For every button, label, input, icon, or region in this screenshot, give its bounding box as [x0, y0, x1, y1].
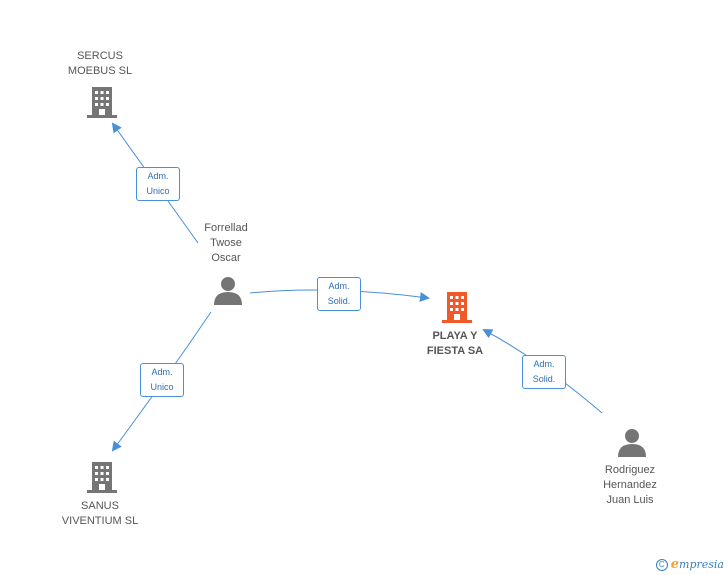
brand-footer[interactable]: C empresia — [655, 557, 724, 572]
node-label-playa: PLAYA Y FIESTA SA — [426, 330, 484, 357]
copyright-icon: C — [655, 558, 668, 571]
node-label-sanus: SANUS VIVENTIUM SL — [61, 500, 139, 527]
brand-logo-rest: mpresia — [679, 558, 724, 571]
edge-label-forrellad-sanus[interactable]: Adm. Unico — [140, 363, 184, 397]
brand-logo-initial: e — [670, 557, 680, 572]
node-label-sercus: SERCUS MOEBUS SL — [67, 50, 133, 77]
building-icon[interactable] — [441, 290, 473, 324]
edge-label-forrellad-playa[interactable]: Adm. Solid. — [317, 277, 361, 311]
person-icon[interactable] — [617, 428, 647, 458]
building-icon[interactable] — [86, 85, 118, 119]
building-icon[interactable] — [86, 460, 118, 494]
person-icon[interactable] — [213, 276, 243, 306]
brand-logo: empresia — [671, 557, 724, 572]
edge-label-rodriguez-playa[interactable]: Adm. Solid. — [522, 355, 566, 389]
node-label-forrellad: Forrellad Twose Oscar — [204, 222, 248, 264]
edge-label-forrellad-sercus[interactable]: Adm. Unico — [136, 167, 180, 201]
node-label-rodriguez: Rodriguez Hernandez Juan Luis — [603, 464, 657, 506]
